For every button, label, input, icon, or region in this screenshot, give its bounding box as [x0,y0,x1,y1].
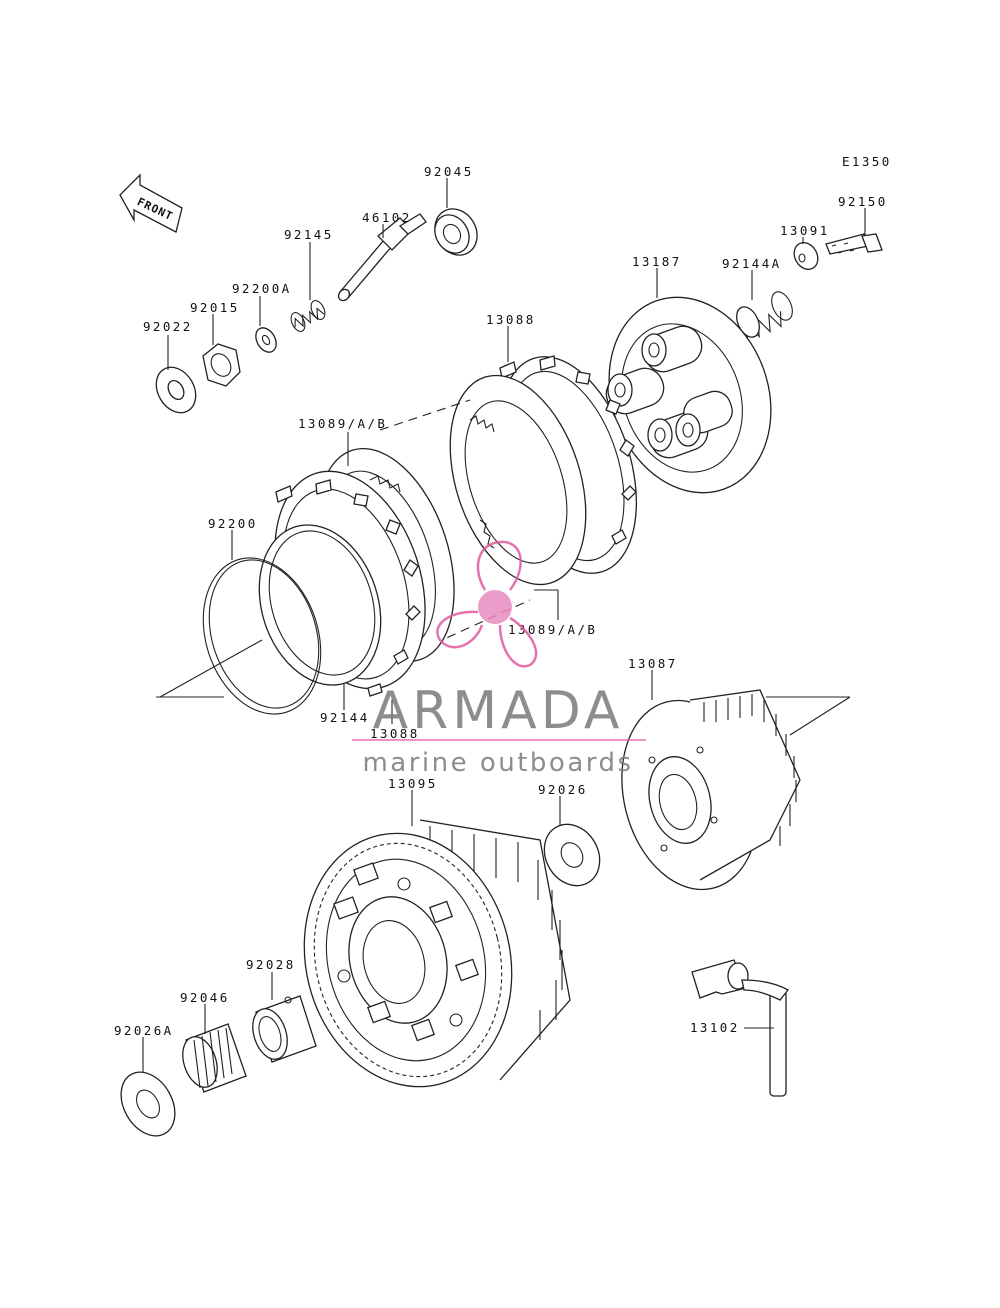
diagram-code: E1350 [842,154,892,169]
label-13091: 13091 [780,223,830,238]
label-92028: 92028 [246,957,296,972]
push-rod-46102 [337,213,427,302]
label-13088-top: 13088 [486,312,536,327]
spring-ring-92144 [258,524,382,686]
washer-92022 [155,366,197,414]
wire-ring-92200 [202,557,322,715]
label-92015: 92015 [190,300,240,315]
release-shaft-13102 [691,959,789,1097]
label-92144a: 92144A [722,256,782,271]
washer-92026 [543,823,601,887]
sleeve-92028 [252,995,317,1063]
spring-92144a [736,291,793,340]
label-92026a: 92026A [114,1023,174,1038]
nut-92015 [202,343,241,387]
label-92200: 92200 [208,516,258,531]
label-92022: 92022 [143,319,193,334]
propeller-logo-icon [436,540,538,668]
label-13089-top: 13089/A/B [298,416,387,431]
label-92026: 92026 [538,782,588,797]
washer-13091 [793,242,819,270]
washer-92026a [120,1071,176,1137]
armada-watermark: ARMADA marine outboards [352,540,646,778]
label-13087: 13087 [628,656,678,671]
needle-bearing-92046 [182,1023,247,1093]
watermark-tagline: marine outboards [362,748,633,778]
label-13089-right: 13089/A/B [508,622,597,637]
label-92144: 92144 [320,710,370,725]
label-13102: 13102 [690,1020,740,1035]
label-13088-bottom: 13088 [370,726,420,741]
washer-92200a [255,327,277,353]
bearing-92045 [434,208,478,256]
label-13187: 13187 [632,254,682,269]
label-92150: 92150 [838,194,888,209]
front-arrow-icon: FRONT [119,173,183,233]
watermark-brand: ARMADA [373,681,624,741]
spring-92145 [290,300,326,332]
label-46102: 46102 [362,210,412,225]
pressure-plate-13187 [605,296,772,494]
label-13095: 13095 [388,776,438,791]
label-92046: 92046 [180,990,230,1005]
steel-plate-13089-right [449,374,587,586]
clutch-housing-13095 [303,819,571,1088]
label-92200a: 92200A [232,281,292,296]
clutch-hub-13087 [621,689,801,891]
label-92045: 92045 [424,164,474,179]
label-92145: 92145 [284,227,334,242]
bolt-92150 [825,233,883,255]
